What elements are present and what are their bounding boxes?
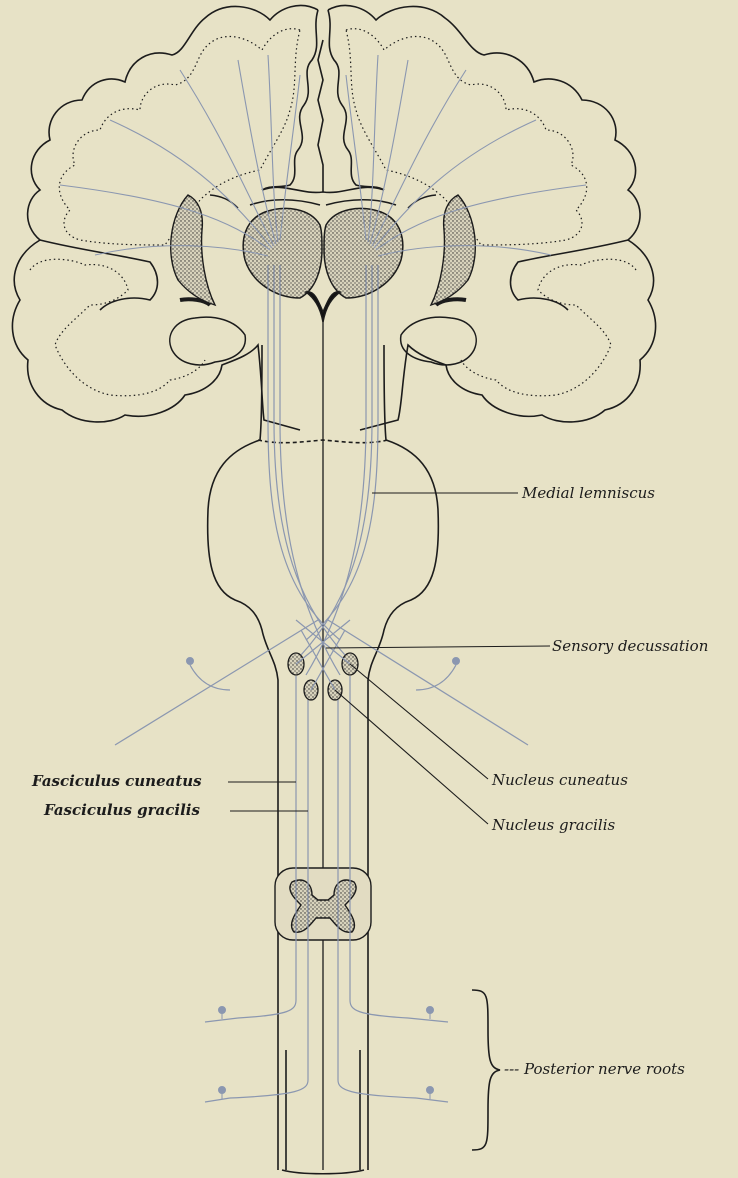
radiation-fiber [60,185,270,250]
lemniscus-fiber [274,265,345,655]
left-hippocampus-outline [170,317,246,365]
arcuate-fiber-right [328,620,528,745]
ganglion-stalk [222,1010,430,1099]
lateral-ventricle-right [326,200,396,205]
lemniscus-fiber [306,265,378,640]
decussation-fiber [301,630,335,690]
label-nucleus-cuneatus: Nucleus cuneatus [492,771,628,789]
brainstem-right-edge [368,345,438,1170]
leader-nucleus-gracilis [335,690,488,824]
posterior-root-right-lower [416,1098,448,1102]
posterior-roots-brace [472,990,500,1150]
label-sensory-decussation: Sensory decussation [552,637,708,655]
brainstem [208,320,439,1174]
spinal-cord-bottom [282,1170,364,1174]
posterior-root-left-lower [205,1098,230,1102]
third-ventricle [306,292,340,322]
thalamocortical-radiations [60,55,586,256]
cuneatus-fiber-left [238,676,296,1018]
label-medial-lemniscus: Medial lemniscus [522,484,655,502]
arcuate-fiber-left [115,620,318,745]
central-fissure [318,40,323,192]
lemniscus-fiber [268,265,340,640]
label-fasciculus-gracilis: Fasciculus gracilis [44,801,200,819]
decussation-fiber [311,630,345,690]
thalami [210,195,436,322]
right-internal-capsule-edge [408,195,436,208]
lateral-ventricle-left [250,200,320,205]
leader-sensory-decussation [326,646,550,648]
lemniscus-fiber [301,265,372,655]
ganglion [187,658,194,665]
label-posterior-nerve-roots: --- Posterior nerve roots [504,1060,685,1078]
right-temporal-boundary [461,259,636,396]
posterior-root-right-upper [408,1018,448,1022]
lentiform-nuclei [171,195,476,305]
left-internal-capsule-edge [210,195,238,208]
cortex-boundaries [30,29,636,396]
cuneatus-fiber-right [350,676,408,1018]
brainstem-left-edge [208,345,278,1170]
spinal-cord-section [275,868,371,940]
left-lateral-sulcus [40,240,158,310]
right-hippocampus-outline [401,317,477,365]
label-nucleus-gracilis: Nucleus gracilis [492,816,615,834]
arcuate-branch-right [416,665,456,690]
radiation-fiber [376,185,586,250]
ganglion [453,658,460,665]
posterior-nerve-roots-text: Posterior nerve roots [524,1060,685,1078]
label-fasciculus-cuneatus: Fasciculus cuneatus [32,772,202,790]
